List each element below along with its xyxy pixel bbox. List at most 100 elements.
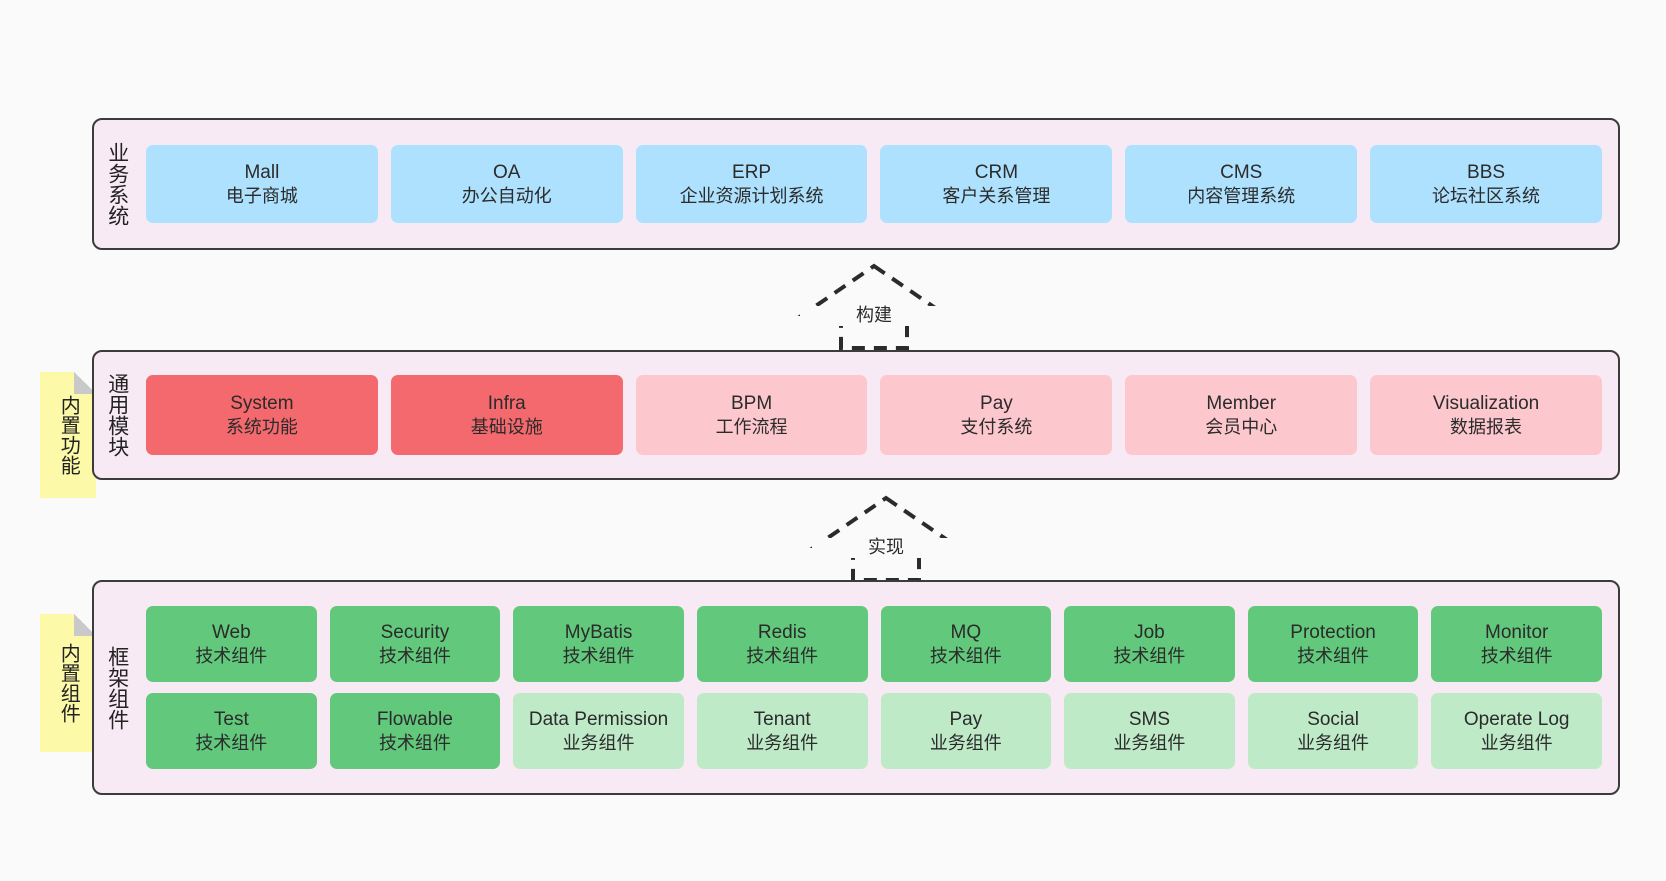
card-mq-name: MQ <box>950 622 982 644</box>
card-monitor[interactable]: Monitor 技术组件 <box>1431 606 1602 682</box>
card-visualization-name: Visualization <box>1432 393 1540 415</box>
card-bbs-name: BBS <box>1467 162 1506 184</box>
card-operate-log-name: Operate Log <box>1463 709 1570 731</box>
card-monitor-desc: 技术组件 <box>1480 645 1553 666</box>
card-bbs-desc: 论坛社区系统 <box>1432 185 1541 206</box>
sticky-note-builtin-features-label: 内置功能 <box>57 395 80 475</box>
card-mybatis[interactable]: MyBatis 技术组件 <box>513 606 684 682</box>
card-pay-module[interactable]: Pay 支付系统 <box>880 375 1113 455</box>
card-sms-name: SMS <box>1128 709 1171 731</box>
card-member-desc: 会员中心 <box>1205 416 1278 437</box>
layer-common-modules-title: 通用模块 <box>105 373 129 457</box>
card-visualization-desc: 数据报表 <box>1450 416 1523 437</box>
layer-framework-components-title: 框架组件 <box>105 645 129 730</box>
card-oa-desc: 办公自动化 <box>461 185 552 206</box>
card-erp-name: ERP <box>732 162 772 184</box>
card-test-name: Test <box>213 709 249 731</box>
card-tenant[interactable]: Tenant 业务组件 <box>696 693 868 769</box>
card-security-name: Security <box>380 622 450 644</box>
card-erp[interactable]: ERP 企业资源计划系统 <box>635 145 868 223</box>
card-system[interactable]: System 系统功能 <box>146 375 378 455</box>
card-crm-name: CRM <box>974 162 1019 184</box>
card-cms-desc: 内容管理系统 <box>1187 185 1296 206</box>
layer-business-systems-title: 业务系统 <box>105 142 129 226</box>
card-oa[interactable]: OA 办公自动化 <box>390 145 623 223</box>
card-data-permission[interactable]: Data Permission 业务组件 <box>513 693 684 769</box>
layer-common-modules-cards: System 系统功能 Infra 基础设施 BPM 工作流程 Pay 支付系统… <box>140 352 1618 478</box>
connector-implement: 实现 <box>809 494 963 584</box>
card-redis[interactable]: Redis 技术组件 <box>696 606 868 682</box>
card-infra[interactable]: Infra 基础设施 <box>390 375 623 455</box>
card-redis-desc: 技术组件 <box>746 645 819 666</box>
card-mq-desc: 技术组件 <box>929 645 1002 666</box>
card-monitor-name: Monitor <box>1485 622 1549 644</box>
dashed-up-arrow-icon <box>809 495 963 582</box>
card-web[interactable]: Web 技术组件 <box>146 606 317 682</box>
card-flowable[interactable]: Flowable 技术组件 <box>329 693 501 769</box>
card-system-desc: 系统功能 <box>225 416 298 437</box>
card-crm-desc: 客户关系管理 <box>942 185 1051 206</box>
layer-business-systems: 业务系统 Mall 电子商城 OA 办公自动化 ERP 企业资源计划系统 CRM… <box>92 118 1620 250</box>
card-test[interactable]: Test 技术组件 <box>146 693 317 769</box>
layer-framework-components-grid: Web 技术组件 Security 技术组件 MyBatis 技术组件 Redi… <box>140 582 1618 793</box>
card-mq[interactable]: MQ 技术组件 <box>880 606 1052 682</box>
card-web-desc: 技术组件 <box>195 645 268 666</box>
card-pay-component[interactable]: Pay 业务组件 <box>880 693 1052 769</box>
card-mybatis-name: MyBatis <box>564 622 633 644</box>
card-job-name: Job <box>1134 622 1165 644</box>
framework-row-business: Test 技术组件 Flowable 技术组件 Data Permission … <box>146 693 1602 769</box>
framework-row-technical: Web 技术组件 Security 技术组件 MyBatis 技术组件 Redi… <box>146 606 1602 682</box>
card-job[interactable]: Job 技术组件 <box>1064 606 1235 682</box>
card-protection-name: Protection <box>1290 622 1376 644</box>
card-protection-desc: 技术组件 <box>1297 645 1370 666</box>
card-security-desc: 技术组件 <box>378 645 451 666</box>
card-pay-module-desc: 支付系统 <box>960 416 1033 437</box>
card-sms-desc: 业务组件 <box>1113 732 1186 753</box>
card-flowable-name: Flowable <box>376 709 453 731</box>
sticky-fold-corner-icon <box>74 372 96 394</box>
card-mall-desc: 电子商城 <box>225 185 298 206</box>
card-infra-name: Infra <box>487 393 526 415</box>
card-visualization[interactable]: Visualization 数据报表 <box>1370 375 1602 455</box>
card-test-desc: 技术组件 <box>195 732 268 753</box>
sticky-note-builtin-components: 内置组件 <box>40 614 96 752</box>
card-member-name: Member <box>1206 393 1277 415</box>
connector-build: 构建 <box>797 262 951 352</box>
card-pay-component-name: Pay <box>949 709 983 731</box>
card-job-desc: 技术组件 <box>1113 645 1186 666</box>
card-sms[interactable]: SMS 业务组件 <box>1064 693 1235 769</box>
card-bpm-desc: 工作流程 <box>715 416 788 437</box>
card-member[interactable]: Member 会员中心 <box>1125 375 1358 455</box>
card-bpm-name: BPM <box>730 393 773 415</box>
card-bbs[interactable]: BBS 论坛社区系统 <box>1370 145 1602 223</box>
card-operate-log[interactable]: Operate Log 业务组件 <box>1431 693 1602 769</box>
card-tenant-name: Tenant <box>753 709 811 731</box>
card-mybatis-desc: 技术组件 <box>562 645 635 666</box>
dashed-up-arrow-icon <box>797 263 951 350</box>
layer-framework-components: 框架组件 Web 技术组件 Security 技术组件 MyBatis 技术组件… <box>92 580 1620 795</box>
card-operate-log-desc: 业务组件 <box>1480 732 1553 753</box>
card-security[interactable]: Security 技术组件 <box>329 606 501 682</box>
card-web-name: Web <box>211 622 251 644</box>
card-social-desc: 业务组件 <box>1297 732 1370 753</box>
sticky-note-builtin-components-label: 内置组件 <box>57 643 80 723</box>
card-protection[interactable]: Protection 技术组件 <box>1247 606 1419 682</box>
card-social-name: Social <box>1307 709 1359 731</box>
layer-business-systems-cards: Mall 电子商城 OA 办公自动化 ERP 企业资源计划系统 CRM 客户关系… <box>140 120 1618 248</box>
card-crm[interactable]: CRM 客户关系管理 <box>880 145 1113 223</box>
card-pay-module-name: Pay <box>980 393 1013 415</box>
card-social[interactable]: Social 业务组件 <box>1247 693 1419 769</box>
card-bpm[interactable]: BPM 工作流程 <box>635 375 868 455</box>
sticky-fold-corner-icon <box>74 614 96 636</box>
card-system-name: System <box>230 393 294 415</box>
card-cms-name: CMS <box>1220 162 1263 184</box>
card-mall-name: Mall <box>244 162 280 184</box>
layer-common-modules: 通用模块 System 系统功能 Infra 基础设施 BPM 工作流程 Pay… <box>92 350 1620 480</box>
sticky-note-builtin-features: 内置功能 <box>40 372 96 498</box>
card-erp-desc: 企业资源计划系统 <box>679 185 824 206</box>
card-data-permission-name: Data Permission <box>528 709 669 731</box>
card-mall[interactable]: Mall 电子商城 <box>146 145 378 223</box>
card-data-permission-desc: 业务组件 <box>562 732 635 753</box>
card-cms[interactable]: CMS 内容管理系统 <box>1125 145 1358 223</box>
